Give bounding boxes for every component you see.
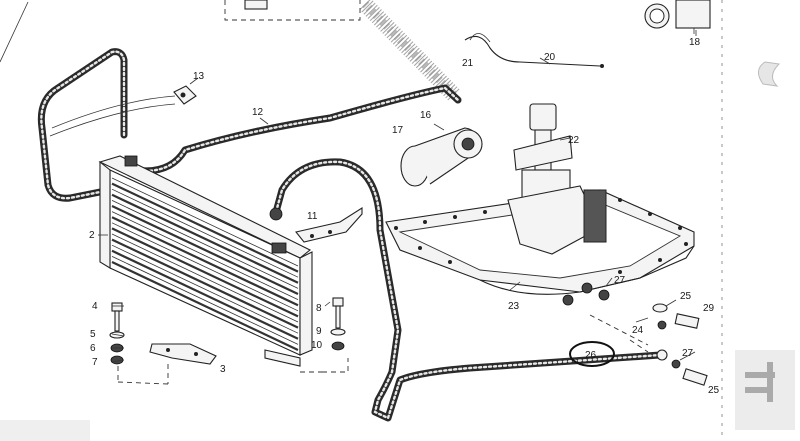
pan-bolt-hole — [684, 242, 688, 246]
callout-labels: 2 3 4 5 6 7 8 9 10 11 12 13 16 17 18 20 … — [89, 37, 720, 396]
callout-16: 16 — [420, 110, 432, 121]
callout-3: 3 — [220, 364, 226, 375]
pan-bolt-hole — [418, 246, 422, 250]
wire-20-21 — [464, 33, 604, 68]
cooler-fin — [111, 200, 299, 289]
fasteners-left — [109, 302, 125, 365]
callout-10: 10 — [311, 340, 323, 351]
pan-bolt-hole — [648, 212, 652, 216]
highlight-circle-26 — [569, 341, 615, 367]
drain-fasteners — [562, 282, 708, 386]
callout-25-lower: 25 — [708, 385, 720, 396]
cooler-fin — [111, 216, 299, 307]
oil-cooler-thermostat-16-17 — [400, 127, 483, 187]
pan-bolt-hole — [394, 226, 398, 230]
callout-11: 11 — [307, 211, 318, 222]
callout-8: 8 — [316, 303, 322, 314]
callout-18: 18 — [689, 37, 701, 48]
cooler-fin — [111, 227, 299, 318]
callout-6: 6 — [90, 343, 96, 354]
leader-lines — [98, 30, 697, 363]
callout-25-upper: 25 — [680, 291, 692, 302]
cooler-fin — [111, 249, 299, 340]
cooler-fin — [111, 238, 299, 329]
clip-13 — [173, 85, 197, 105]
top-detail-box — [224, 0, 361, 21]
cooler-fin — [111, 261, 299, 351]
top-speckled-hose — [359, 0, 461, 102]
callout-9: 9 — [316, 326, 322, 337]
pan-bolt-hole — [678, 226, 682, 230]
cooler-fin — [111, 244, 299, 334]
callout-13: 13 — [193, 71, 205, 82]
callout-26: 26 — [585, 350, 597, 361]
callout-2: 2 — [89, 230, 95, 241]
cooler-fin — [111, 177, 299, 267]
pan-bolt-hole — [453, 215, 457, 219]
pan-bolt-hole — [618, 198, 622, 202]
pan-bolt-hole — [423, 220, 427, 224]
callout-27-upper: 27 — [614, 275, 626, 286]
bracket-11 — [295, 206, 363, 243]
callout-23: 23 — [508, 301, 520, 312]
callout-12: 12 — [252, 107, 264, 118]
callout-5: 5 — [90, 329, 96, 340]
callout-27-lower: 27 — [682, 348, 694, 359]
oil-cooler-2 — [98, 155, 313, 367]
cooler-fin — [111, 222, 299, 312]
callout-21: 21 — [462, 58, 474, 69]
fasteners-right — [300, 297, 349, 373]
pan-bolt-hole — [448, 260, 452, 264]
callout-20: 20 — [544, 52, 556, 63]
cooler-fin — [111, 188, 299, 278]
cooler-fin — [111, 182, 299, 273]
cooler-fin — [111, 193, 299, 284]
cooler-fin — [111, 256, 299, 345]
cooler-fins — [111, 177, 299, 351]
callout-22: 22 — [568, 135, 580, 146]
pan-bolt-hole — [618, 270, 622, 274]
cooler-fin — [111, 233, 299, 323]
pan-bolt-hole — [483, 210, 487, 214]
pan-bolt-hole — [658, 258, 662, 262]
hose-26 — [269, 158, 668, 422]
callout-7: 7 — [92, 357, 98, 368]
callout-29: 29 — [703, 303, 715, 314]
hose-12 — [131, 84, 462, 175]
hose-left-loop — [37, 48, 176, 202]
cooler-fin — [111, 205, 299, 295]
bracket-3 — [117, 343, 217, 385]
callout-4: 4 — [92, 301, 98, 312]
callout-17: 17 — [392, 125, 404, 136]
callout-24: 24 — [632, 325, 644, 336]
seal-18 — [644, 0, 711, 34]
cooler-fin — [111, 211, 299, 300]
oil-pump-22 — [507, 103, 607, 255]
